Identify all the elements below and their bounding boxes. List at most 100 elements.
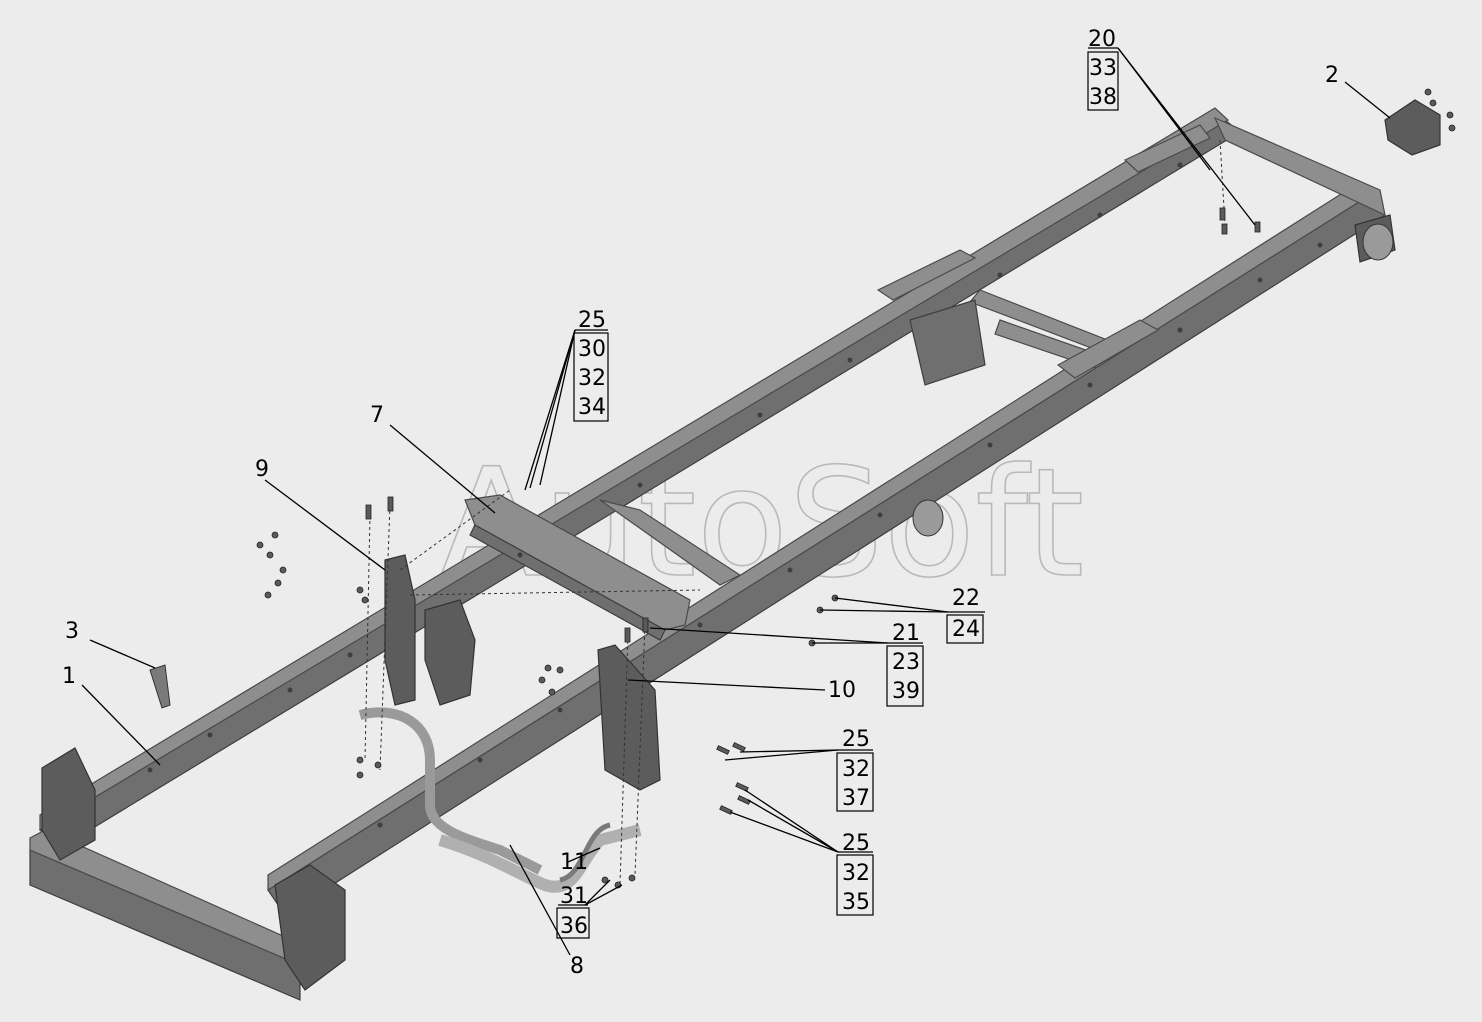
callout-31-b: 36 <box>560 914 588 939</box>
nut <box>1424 88 1432 96</box>
reinforcement-plate-right <box>1056 319 1160 379</box>
callout-22-a: 22 <box>952 586 980 611</box>
callout-25c-b: 32 <box>842 861 870 886</box>
leader-25c <box>747 799 839 853</box>
leader-3 <box>89 639 156 669</box>
callout-1: 1 <box>62 664 76 689</box>
left-rail-top <box>39 107 1229 832</box>
bolt <box>732 742 746 752</box>
callout-21-c: 39 <box>892 679 920 704</box>
leader-25b <box>739 749 839 753</box>
nut <box>1446 111 1454 119</box>
assembly-line <box>379 504 391 771</box>
bolt <box>387 496 394 512</box>
leader-31 <box>584 884 623 906</box>
callout-labels: 1 2 3 7 8 9 10 11 20 33 38 25 30 32 34 2… <box>62 27 1339 979</box>
bolt <box>1254 221 1261 233</box>
assembly-line <box>399 489 511 571</box>
label-boxes <box>556 51 1119 939</box>
bolt <box>1221 223 1228 235</box>
callout-25b-c: 37 <box>842 786 870 811</box>
mid-crossmember-bracket <box>909 299 986 386</box>
callout-20-c: 38 <box>1089 85 1117 110</box>
reinforcement-plate-left <box>876 249 977 301</box>
callout-25b-a: 25 <box>842 727 870 752</box>
callout-21-a: 21 <box>892 621 920 646</box>
leader-31 <box>584 879 611 906</box>
leader-7 <box>389 424 496 514</box>
right-rail-side <box>267 194 1386 916</box>
leader-21 <box>649 627 889 644</box>
leader-25a <box>539 329 576 486</box>
leader-20 <box>1117 47 1256 226</box>
leader-25a <box>524 329 576 491</box>
part-3-pin <box>149 664 171 709</box>
nut <box>548 688 556 696</box>
callout-25a-b: 30 <box>578 337 606 362</box>
callout-25b-b: 32 <box>842 757 870 782</box>
assembly-line <box>409 589 701 596</box>
nut <box>266 551 274 559</box>
nut <box>264 591 272 599</box>
nut <box>374 761 382 769</box>
bolt <box>365 504 372 520</box>
front-end-crossmember <box>1213 116 1386 217</box>
callout-20-b: 33 <box>1089 56 1117 81</box>
nut <box>271 531 279 539</box>
callout-3: 3 <box>65 619 79 644</box>
nut <box>356 586 364 594</box>
nut <box>1429 99 1437 107</box>
nut <box>538 676 546 684</box>
callout-21-b: 23 <box>892 650 920 675</box>
leader-25b <box>724 749 839 761</box>
leader-25a <box>529 329 576 489</box>
bolt <box>642 617 649 633</box>
leader-25c <box>729 811 839 853</box>
pipe-8-lower <box>438 824 642 893</box>
callout-25a-d: 34 <box>578 395 606 420</box>
left-end-bracket <box>41 747 96 861</box>
leader-22 <box>819 609 949 613</box>
leader-2 <box>1344 81 1391 119</box>
callout-7: 7 <box>370 403 384 428</box>
nut <box>544 664 552 672</box>
callout-25c-c: 35 <box>842 890 870 915</box>
nut <box>556 666 564 674</box>
leader-10 <box>627 679 826 691</box>
nut <box>356 771 364 779</box>
nut <box>361 596 369 604</box>
nut <box>628 874 636 882</box>
leader-lines <box>81 47 1391 956</box>
spring-hanger-left <box>424 599 476 706</box>
callout-20-a: 20 <box>1088 27 1116 52</box>
callout-31-a: 31 <box>560 884 588 909</box>
leader-25c <box>744 789 839 853</box>
callout-8: 8 <box>570 954 584 979</box>
leader-8 <box>509 844 571 956</box>
fasteners <box>256 88 1456 889</box>
nut <box>356 756 364 764</box>
nut <box>1448 124 1456 132</box>
callout-25a-a: 25 <box>578 308 606 333</box>
leader-22 <box>834 597 949 613</box>
bolt <box>624 627 631 643</box>
callout-9: 9 <box>255 457 269 482</box>
bolt <box>1219 207 1226 221</box>
rail-holes <box>147 162 1323 828</box>
nut <box>601 876 609 884</box>
callout-2: 2 <box>1325 63 1339 88</box>
part-2-bracket <box>1384 99 1441 156</box>
nut <box>256 541 264 549</box>
leader-9 <box>264 479 386 571</box>
pipe-11 <box>559 822 611 883</box>
callout-10: 10 <box>828 678 856 703</box>
bolt <box>735 782 749 792</box>
callout-22-b: 24 <box>952 617 980 642</box>
callout-11: 11 <box>560 850 588 875</box>
callout-25a-c: 32 <box>578 366 606 391</box>
nut <box>279 566 287 574</box>
pipe-8-upper <box>358 707 543 875</box>
bolt <box>719 805 733 815</box>
reinforcement-plate-top <box>1123 124 1211 173</box>
